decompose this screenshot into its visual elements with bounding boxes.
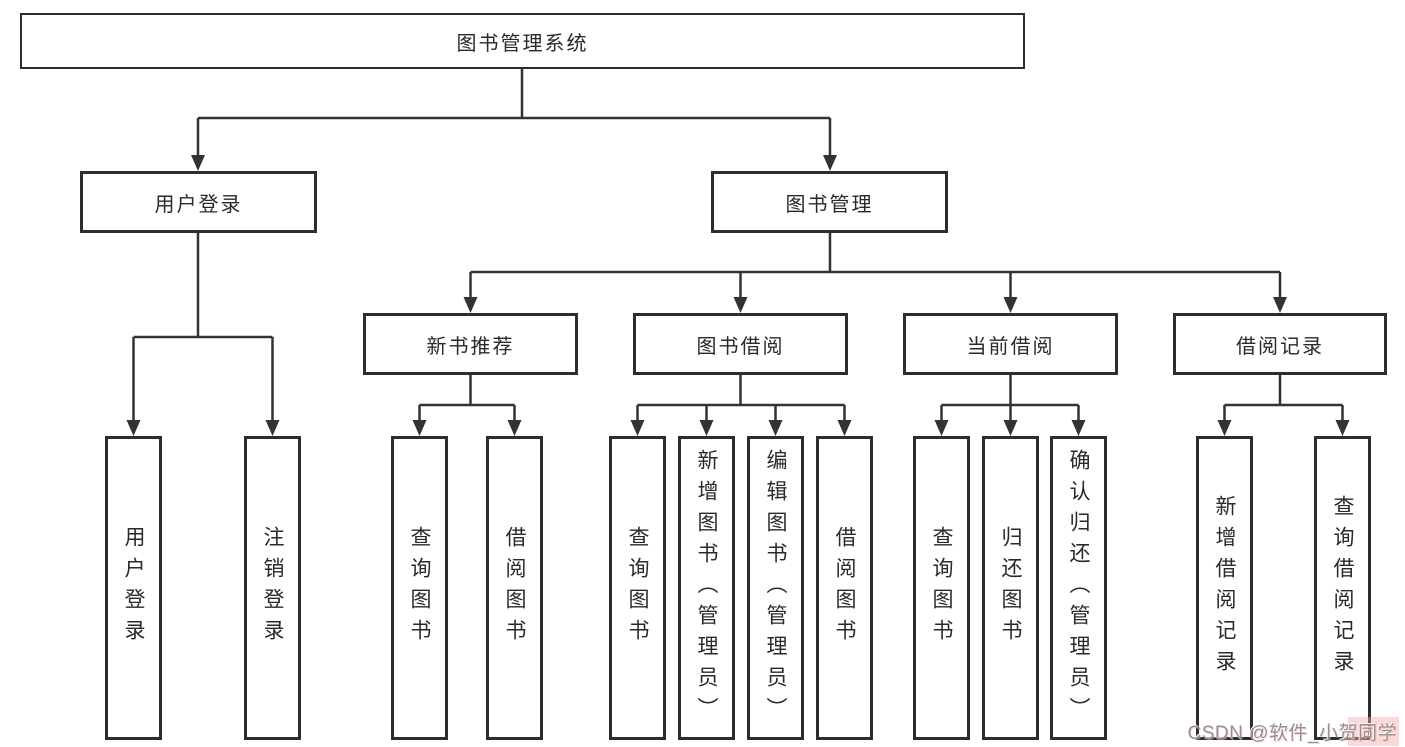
leaf-bb-borrow-books-label: 借阅图书: [833, 526, 856, 650]
leaf-cb-query-books: 查询图书: [913, 436, 970, 740]
leaf-br-add-record: 新增借阅记录: [1196, 436, 1253, 740]
leaf-cb-confirm-return-admin: 确认归还（管理员）: [1050, 436, 1107, 740]
node-book-borrow-label: 图书借阅: [696, 335, 785, 358]
leaf-rec-query-books-label: 查询图书: [408, 526, 431, 650]
leaf-bb-query-books-label: 查询图书: [626, 526, 649, 650]
leaf-bb-borrow-books: 借阅图书: [816, 436, 873, 740]
leaf-bb-add-books-admin-label: 新增图书（管理员）: [695, 448, 718, 728]
leaf-user-login-label: 用户登录: [122, 526, 145, 650]
leaf-cb-return-books: 归还图书: [982, 436, 1039, 740]
leaf-rec-borrow-books-label: 借阅图书: [503, 526, 526, 650]
node-library-system-label: 图书管理系统: [456, 32, 589, 55]
leaf-bb-edit-books-admin: 编辑图书（管理员）: [747, 436, 804, 740]
leaf-bb-add-books-admin: 新增图书（管理员）: [678, 436, 735, 740]
leaf-bb-query-books: 查询图书: [609, 436, 666, 740]
leaf-bb-edit-books-admin-label: 编辑图书（管理员）: [764, 448, 787, 728]
leaf-user-login: 用户登录: [105, 436, 162, 740]
leaf-logout: 注销登录: [244, 436, 301, 740]
leaf-br-query-record-label: 查询借阅记录: [1331, 495, 1354, 681]
csdn-watermark: CSDN @软件_小贺同学: [1185, 717, 1399, 746]
node-current-borrow: 当前借阅: [903, 313, 1118, 375]
node-borrow-records: 借阅记录: [1173, 313, 1387, 375]
node-new-book-recommend-label: 新书推荐: [426, 335, 515, 358]
leaf-rec-borrow-books: 借阅图书: [486, 436, 543, 740]
leaf-cb-query-books-label: 查询图书: [930, 526, 953, 650]
node-current-borrow-label: 当前借阅: [966, 335, 1055, 358]
leaf-rec-query-books: 查询图书: [391, 436, 448, 740]
node-user-login-label: 用户登录: [154, 193, 243, 216]
node-library-system: 图书管理系统: [20, 13, 1025, 69]
leaf-cb-return-books-label: 归还图书: [999, 526, 1022, 650]
leaf-br-query-record: 查询借阅记录: [1314, 436, 1371, 740]
node-book-management: 图书管理: [711, 171, 948, 233]
node-new-book-recommend: 新书推荐: [363, 313, 578, 375]
node-book-borrow: 图书借阅: [633, 313, 848, 375]
node-borrow-records-label: 借阅记录: [1236, 335, 1324, 358]
node-user-login: 用户登录: [80, 171, 317, 233]
node-book-management-label: 图书管理: [785, 193, 874, 216]
leaf-logout-label: 注销登录: [261, 526, 284, 650]
leaf-br-add-record-label: 新增借阅记录: [1213, 495, 1236, 681]
leaf-cb-confirm-return-admin-label: 确认归还（管理员）: [1067, 448, 1090, 728]
